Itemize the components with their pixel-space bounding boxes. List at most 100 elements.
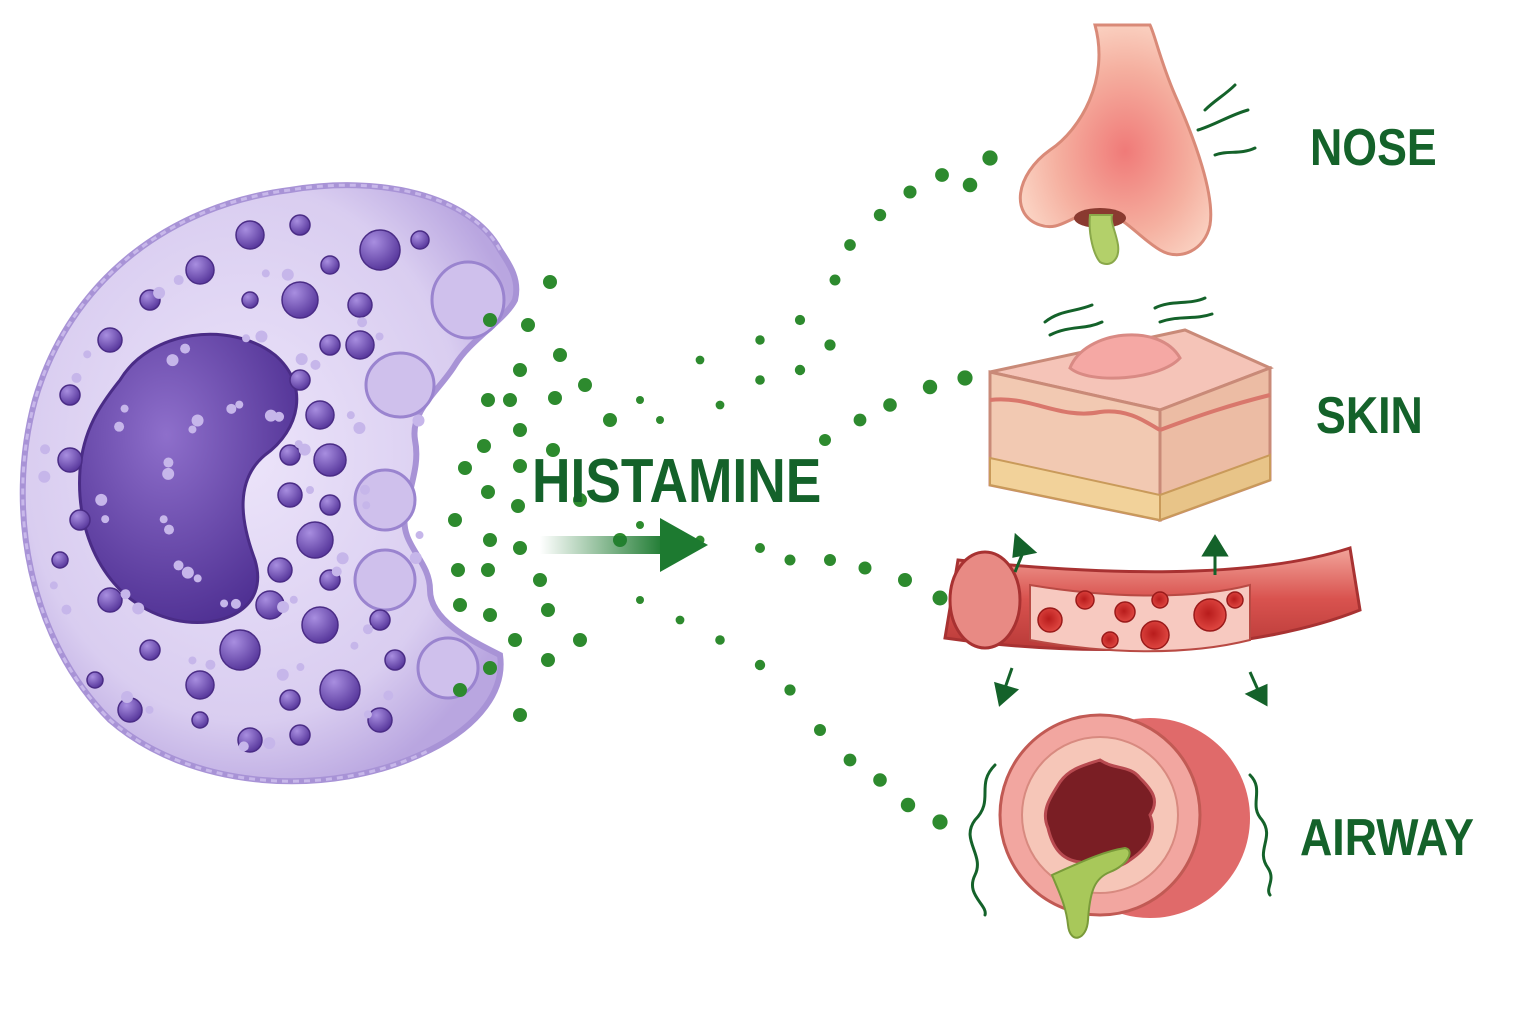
- airway-label: AIRWAY: [1300, 809, 1474, 867]
- histamine-dot: [553, 348, 567, 362]
- histamine-dot: [755, 375, 765, 385]
- histamine-dot: [458, 461, 472, 475]
- granule-release-pocket: [416, 636, 480, 700]
- vesicle: [357, 317, 368, 328]
- vesicle: [409, 551, 422, 564]
- granule-release-pocket: [353, 468, 417, 532]
- granule: [86, 671, 104, 689]
- histamine-dot: [541, 603, 555, 617]
- histamine-dot: [932, 814, 948, 830]
- red-blood-cell: [1140, 620, 1170, 650]
- vesicle: [264, 409, 277, 422]
- granule: [57, 447, 83, 473]
- granule: [319, 669, 361, 711]
- histamine-dot: [503, 393, 517, 407]
- red-blood-cell: [1226, 591, 1244, 609]
- granule: [241, 291, 259, 309]
- granule: [305, 400, 335, 430]
- red-blood-cell: [1193, 598, 1227, 632]
- histamine-dot: [755, 335, 765, 345]
- histamine-dot: [513, 459, 527, 473]
- airway-icon: [968, 713, 1273, 939]
- histamine-dot: [533, 573, 547, 587]
- granule: [51, 551, 69, 569]
- granule: [281, 281, 319, 319]
- vesicle: [188, 656, 197, 665]
- skin-dermis-line: [1159, 393, 1271, 432]
- histamine-dot: [755, 543, 765, 553]
- vesicle: [145, 705, 154, 714]
- granule: [384, 649, 406, 671]
- vesicle: [375, 332, 384, 341]
- vesicle: [238, 741, 249, 752]
- histamine-dot: [546, 443, 560, 457]
- vesicle: [61, 604, 72, 615]
- granule: [191, 711, 209, 729]
- histamine-dot: [453, 598, 467, 612]
- histamine-dot: [903, 185, 917, 199]
- vesicle: [173, 560, 184, 571]
- granule: [185, 255, 215, 285]
- histamine-dot: [935, 168, 949, 182]
- histamine-dot: [675, 615, 685, 625]
- vesicle: [235, 400, 244, 409]
- irritation-wave-icon: [1196, 108, 1250, 132]
- vesicle: [205, 659, 216, 670]
- histamine-dot: [784, 684, 796, 696]
- vesicle: [71, 372, 82, 383]
- granule: [59, 384, 81, 406]
- histamine-dot: [508, 633, 522, 647]
- histamine-dot: [819, 434, 831, 446]
- histamine-dot: [483, 608, 497, 622]
- histamine-dot: [843, 753, 857, 767]
- arrow-right-icon: [540, 518, 708, 572]
- vesicle: [331, 566, 342, 577]
- nasal-mucus: [1088, 214, 1120, 265]
- granule: [97, 327, 123, 353]
- vesicle: [412, 414, 425, 427]
- granule: [69, 509, 91, 531]
- granule: [277, 482, 303, 508]
- granule: [279, 444, 301, 466]
- vesicle: [350, 641, 359, 650]
- irritation-wave-icon: [1213, 146, 1257, 157]
- constriction-wave-icon: [1248, 773, 1273, 897]
- itch-wave-icon: [1048, 320, 1104, 337]
- nose-icon: [1018, 23, 1257, 265]
- granule: [289, 369, 311, 391]
- granule: [369, 609, 391, 631]
- granule: [219, 629, 261, 671]
- red-blood-cell: [1151, 591, 1169, 609]
- granule: [345, 330, 375, 360]
- skin-wheal: [1068, 333, 1182, 380]
- vesicle: [277, 601, 290, 614]
- vesicle: [289, 595, 298, 604]
- vesicle: [164, 524, 175, 535]
- histamine-dot: [784, 554, 796, 566]
- itch-wave-icon: [1153, 296, 1207, 310]
- vesicle: [180, 343, 191, 354]
- vesicle: [188, 425, 197, 434]
- vesicle: [415, 531, 424, 540]
- histamine-dot: [548, 391, 562, 405]
- cell-membrane-rim: [21, 183, 502, 783]
- vesicle: [281, 268, 294, 281]
- histamine-dot: [883, 398, 897, 412]
- histamine-dot: [541, 653, 555, 667]
- vesicle: [353, 421, 366, 434]
- airway-mucus: [1050, 846, 1131, 939]
- leak-arrow-icon: [994, 532, 1268, 707]
- histamine-dot: [636, 396, 644, 404]
- granule: [359, 229, 401, 271]
- granule-release-pocket: [364, 351, 436, 419]
- red-blood-cell: [1114, 601, 1136, 623]
- histamine-dot: [521, 318, 535, 332]
- histamine-dot: [513, 363, 527, 377]
- cell-granules: [38, 214, 430, 753]
- histamine-dot: [656, 416, 664, 424]
- red-blood-cell: [1101, 631, 1119, 649]
- vesicle: [163, 457, 174, 468]
- histamine-dot: [824, 339, 836, 351]
- red-blood-cell: [1075, 590, 1095, 610]
- histamine-dot: [477, 439, 491, 453]
